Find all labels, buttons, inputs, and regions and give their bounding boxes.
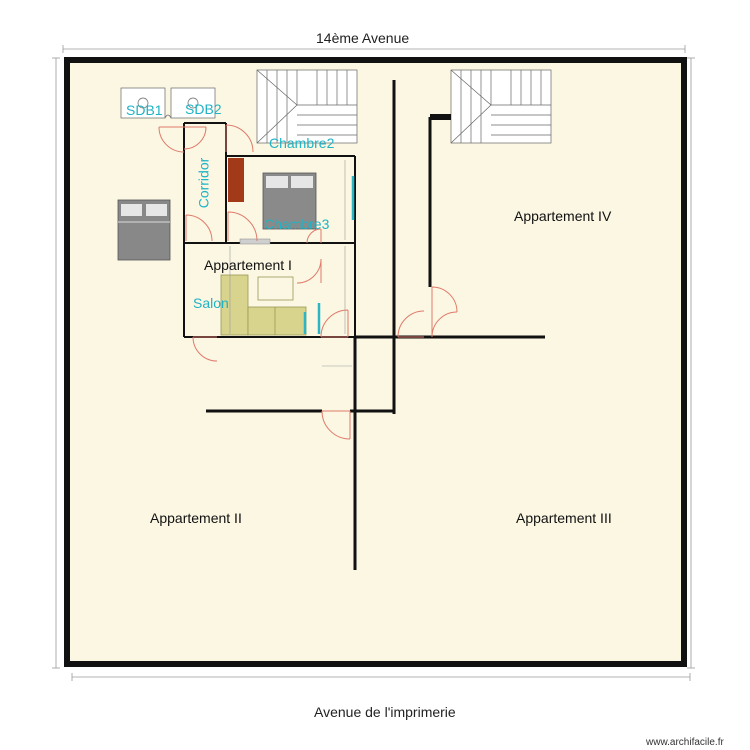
apartment-2-label: Appartement II (150, 510, 242, 526)
windows (303, 176, 355, 334)
partition-walls (206, 80, 545, 570)
inner-dimensions (229, 160, 352, 367)
bed-outside (117, 199, 171, 261)
doors (158, 124, 458, 440)
credit-text: www.archifacile.fr (646, 737, 724, 748)
street-top-label: 14ème Avenue (316, 30, 410, 46)
room-sdb2-label: SDB2 (185, 101, 222, 117)
apartment-4-label: Appartement IV (514, 208, 612, 224)
room-chambre3-label: Chambre3 (264, 216, 330, 232)
bathroom-fixtures (120, 87, 216, 119)
room-sdb1-label: SDB1 (126, 102, 163, 118)
dimension-lines (52, 45, 695, 681)
apartment-3-label: Appartement III (516, 510, 612, 526)
apartment-1-label: Appartement I (204, 257, 292, 273)
room-chambre2-label: Chambre2 (269, 135, 335, 151)
room-salon-label: Salon (193, 295, 229, 311)
staircase-left (256, 69, 358, 144)
bedroom-furniture (228, 158, 317, 245)
street-bottom-label: Avenue de l'imprimerie (314, 704, 456, 720)
salon-furniture (220, 274, 307, 336)
staircase-right (450, 69, 552, 144)
building-floor (64, 57, 687, 667)
room-corridor-label: Corridor (195, 157, 212, 209)
